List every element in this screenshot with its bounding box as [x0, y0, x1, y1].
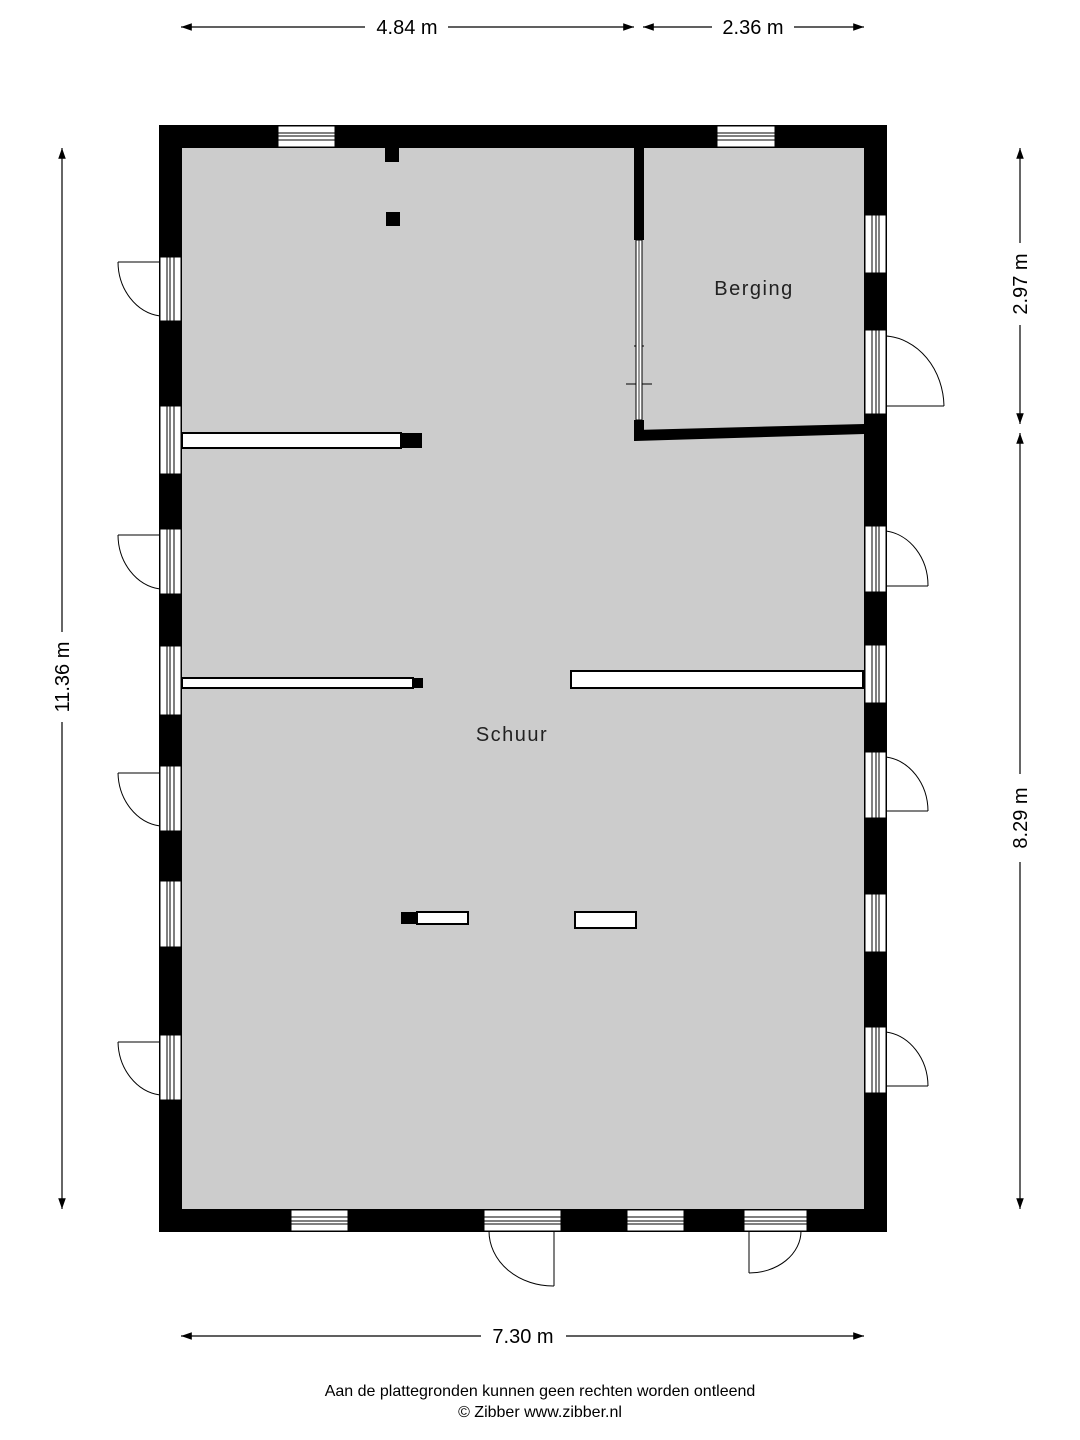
windows	[159, 125, 887, 1232]
door-right-2	[864, 525, 929, 593]
window-top-right	[716, 125, 776, 148]
window-left-3	[159, 880, 182, 948]
door-left-4	[117, 1034, 182, 1101]
dimension-top-right: 2.36 m	[722, 17, 783, 39]
door-left-2	[117, 528, 182, 595]
window-left-2	[159, 645, 182, 716]
room-label-schuur: Schuur	[476, 724, 548, 746]
door-right-3	[864, 751, 929, 819]
dimension-left: 11.36 m	[52, 642, 74, 713]
door-bottom-2	[743, 1209, 808, 1274]
dimension-right-bottom: 8.29 m	[1010, 787, 1032, 848]
room-label-berging: Berging	[714, 278, 793, 300]
door-left-1	[117, 256, 182, 322]
disclaimer-text: Aan de plattegronden kunnen geen rechten…	[324, 1383, 756, 1400]
window-right-3	[864, 893, 887, 953]
door-right-berging	[864, 329, 945, 415]
window-bottom-middle	[626, 1209, 685, 1232]
window-bottom-left	[290, 1209, 349, 1232]
partition-low-right	[574, 911, 637, 929]
dimension-lines	[58, 23, 1024, 1340]
copyright-text: © Zibber www.zibber.nl	[458, 1404, 622, 1421]
building	[159, 125, 887, 1232]
door-bottom-1	[483, 1209, 562, 1287]
partition-low-left	[401, 911, 469, 925]
dimension-bottom: 7.30 m	[492, 1326, 553, 1348]
berging-door	[626, 239, 652, 421]
berging-wall-vertical	[634, 148, 644, 240]
dimension-right-top: 2.97 m	[1010, 253, 1032, 314]
partition-upper-left	[181, 432, 422, 449]
berging-wall-horizontal	[634, 424, 864, 441]
window-top-left	[277, 125, 336, 148]
door-left-3	[117, 765, 182, 832]
dimension-top-left: 4.84 m	[376, 17, 437, 39]
dimension-labels: 4.84 m 2.36 m 7.30 m 11.36 m 2.97 m 8.29…	[52, 17, 1032, 1348]
window-right-2	[864, 644, 887, 704]
column	[386, 212, 400, 226]
window-left-1	[159, 405, 182, 475]
column	[385, 148, 399, 162]
door-right-4	[864, 1026, 929, 1094]
partition-middle-right	[570, 670, 864, 689]
doors	[117, 256, 945, 1287]
window-right-1	[864, 214, 887, 274]
partition-middle-left	[181, 677, 423, 689]
